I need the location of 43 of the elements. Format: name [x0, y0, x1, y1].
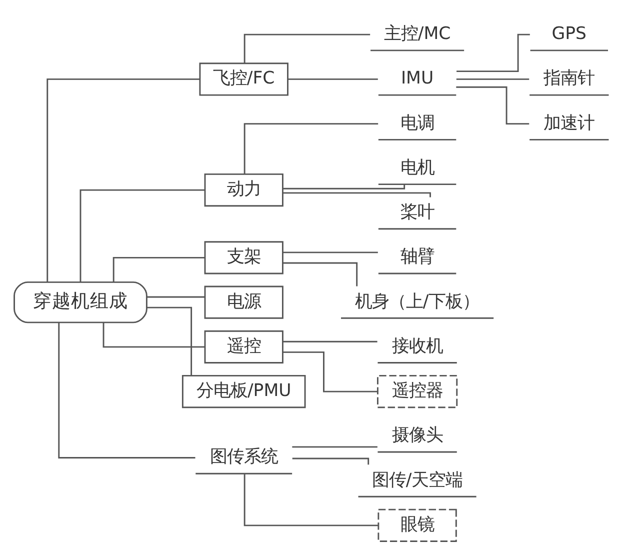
node-text: GPS — [552, 24, 587, 44]
connector — [456, 86, 530, 125]
connector — [146, 306, 192, 376]
node-box: 飞控/FC — [199, 62, 288, 96]
connector — [282, 252, 378, 254]
connector — [80, 189, 205, 282]
connector — [58, 322, 196, 458]
connector — [244, 474, 378, 526]
connector — [282, 340, 378, 342]
connector — [456, 78, 530, 80]
connector — [244, 34, 370, 64]
connector — [282, 351, 378, 392]
node-text: 指南针 — [544, 68, 595, 89]
node-box: 眼镜 — [378, 508, 457, 542]
connector — [292, 446, 378, 448]
connector — [112, 256, 205, 282]
connector — [292, 458, 370, 465]
connector — [146, 296, 205, 298]
node-text: 接收机 — [392, 336, 443, 356]
node-text: 摄像头 — [392, 426, 443, 446]
node-box: 遥控器 — [376, 375, 458, 408]
node-box: 分电板/PMU — [182, 375, 306, 408]
connector — [288, 78, 378, 80]
node-text: 加速计 — [544, 113, 595, 134]
node-text: 图传/天空端 — [372, 470, 463, 490]
node-text: 电调 — [400, 113, 434, 134]
node-text: 电机 — [400, 158, 434, 178]
connector — [283, 184, 406, 190]
node-box: 支架 — [204, 241, 284, 274]
connector — [102, 322, 205, 348]
connector — [46, 78, 200, 282]
node-text: 桨叶 — [400, 202, 434, 223]
node-text: 主控/MC — [384, 24, 451, 44]
node-text: 图传系统 — [210, 447, 278, 468]
connector — [244, 123, 378, 174]
node-box: 动力 — [204, 174, 284, 207]
connector — [282, 262, 358, 286]
node-text: IMU — [400, 68, 434, 89]
node-box: 穿越机组成 — [14, 281, 148, 324]
node-box: 遥控 — [204, 330, 284, 364]
node-box: 电源 — [204, 286, 284, 319]
node-text: 机身（上/下板） — [354, 292, 480, 312]
node-text: 轴臂 — [400, 247, 434, 268]
